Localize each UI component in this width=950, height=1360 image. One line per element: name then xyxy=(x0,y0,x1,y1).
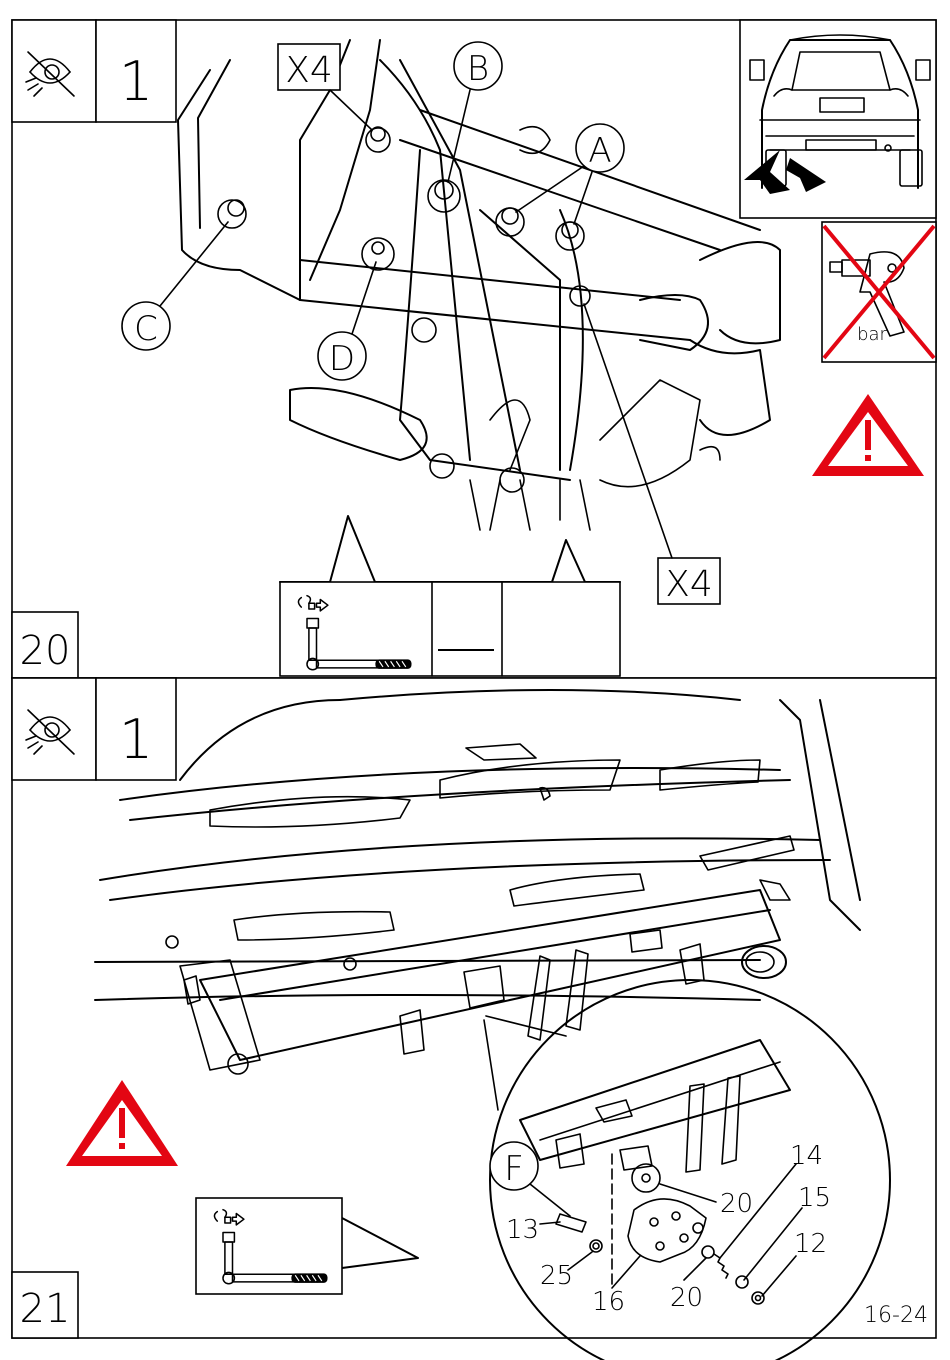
callout-c-label: C xyxy=(134,309,158,349)
part-15: 15 xyxy=(798,1183,831,1213)
page-code: 16-24 xyxy=(864,1303,928,1328)
view-number-2: 1 xyxy=(119,708,153,771)
view-box xyxy=(12,20,96,122)
quantity-label-bottom: X4 xyxy=(665,564,713,605)
callout-b-label: B xyxy=(467,49,489,89)
part-13: 13 xyxy=(506,1215,539,1245)
no-impact-wrench-icon: bar xyxy=(822,222,936,362)
step-21-panel: 1 xyxy=(12,678,936,1360)
callout-d-label: D xyxy=(329,339,355,379)
view-number: 1 xyxy=(119,50,153,113)
no-tool-label: bar xyxy=(857,324,887,345)
torque-spec-box xyxy=(280,582,620,676)
part-20-top: 20 xyxy=(720,1189,753,1219)
callout-f-label: F xyxy=(504,1149,524,1189)
part-20-bottom: 20 xyxy=(670,1283,703,1313)
step-number-20: 20 xyxy=(20,628,71,674)
view-box-2 xyxy=(12,678,96,780)
part-25: 25 xyxy=(540,1261,573,1291)
quantity-label-top: X4 xyxy=(285,50,333,91)
part-16: 16 xyxy=(592,1287,625,1317)
part-12: 12 xyxy=(794,1229,827,1259)
step-number-21: 21 xyxy=(20,1286,71,1332)
step-20-panel: 1 xyxy=(12,20,936,678)
callout-a-label: A xyxy=(588,131,611,171)
